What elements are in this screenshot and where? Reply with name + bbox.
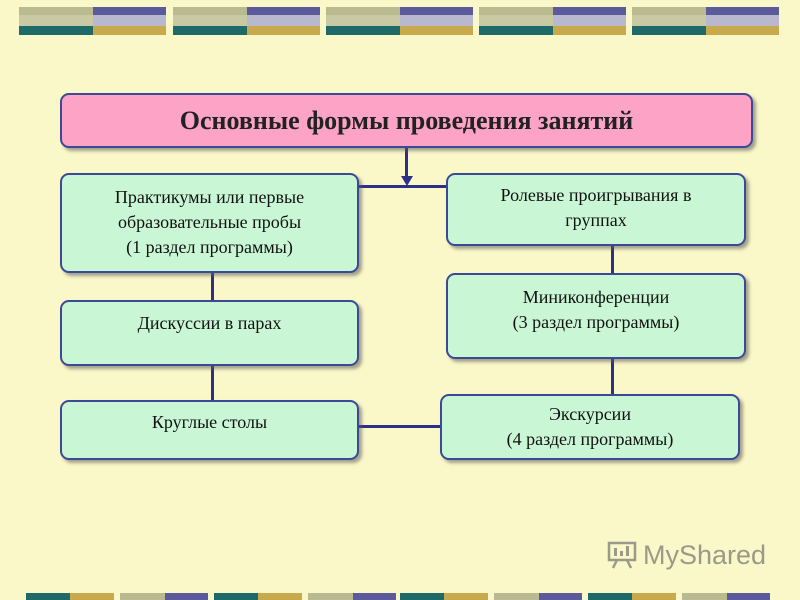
decor-tile — [326, 7, 473, 35]
connector-left-2-3 — [211, 366, 214, 401]
box-line: Дискуссии в парах — [137, 313, 282, 333]
watermark-text: MyShared — [643, 539, 767, 570]
box-line: Практикумы или первые — [114, 187, 305, 207]
box-role-play: Ролевые проигрывания в группах — [446, 173, 746, 246]
connector-left-1-2 — [211, 273, 214, 301]
box-pair-discussions: Дискуссии в парах — [60, 300, 359, 366]
connector-right-2-3 — [611, 359, 614, 395]
arrow-down-icon — [401, 176, 413, 186]
box-miniconferences: Миниконференции (3 раздел программы) — [446, 273, 746, 359]
diagram-title: Основные формы проведения занятий — [60, 93, 753, 148]
diagram-title-text: Основные формы проведения занятий — [179, 105, 634, 135]
box-line: Круглые столы — [151, 412, 268, 432]
decor-tile — [173, 7, 320, 35]
box-round-tables: Круглые столы — [60, 400, 359, 460]
box-line: Миниконференции — [522, 287, 670, 307]
box-line: (3 раздел программы) — [512, 312, 680, 332]
watermark: MyShared — [607, 537, 766, 573]
box-line: Ролевые проигрывания в — [500, 185, 692, 205]
box-excursions: Экскурсии (4 раздел программы) — [440, 394, 740, 460]
presentation-board-icon — [607, 541, 637, 569]
box-line: образовательные пробы — [117, 212, 302, 232]
connector-title-down — [405, 148, 408, 178]
box-practicums: Практикумы или первые образовательные пр… — [60, 173, 359, 273]
decor-tile — [19, 7, 166, 35]
connector-bottom-horizontal — [358, 425, 441, 428]
box-line: Экскурсии — [549, 404, 631, 424]
connector-right-1-2 — [611, 246, 614, 274]
decor-tile — [479, 7, 626, 35]
box-line: (4 раздел программы) — [506, 429, 674, 449]
connector-top-horizontal — [358, 185, 447, 188]
box-line: группах — [565, 210, 627, 230]
decor-tile — [632, 7, 779, 35]
box-line: (1 раздел программы) — [126, 237, 293, 257]
